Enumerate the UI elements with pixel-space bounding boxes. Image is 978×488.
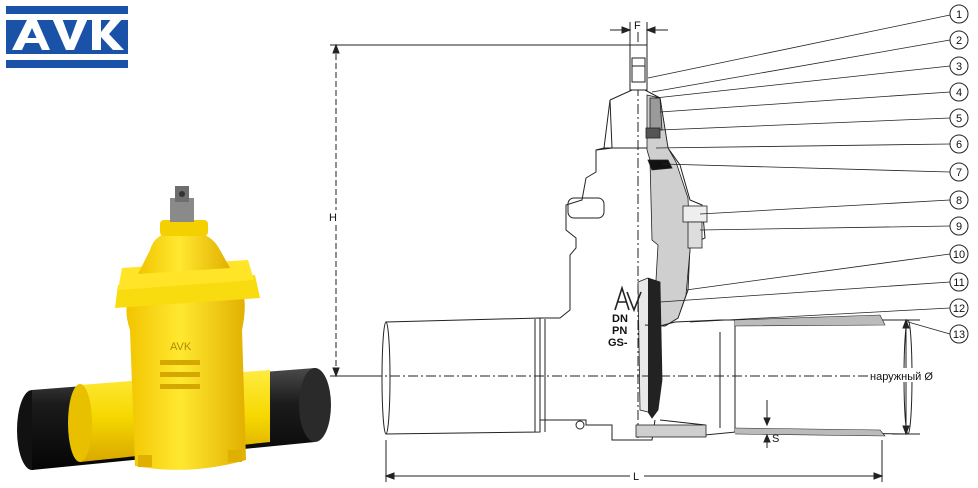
callout-2: 2 [956, 35, 962, 47]
callout-10: 10 [953, 249, 965, 261]
callout-5: 5 [956, 113, 962, 125]
f-label: F [634, 20, 641, 32]
callout-leaders [647, 14, 951, 335]
s-dimension: S [763, 400, 779, 448]
section-hatch [637, 94, 708, 419]
callout-6: 6 [956, 139, 962, 151]
callout-9: 9 [956, 221, 962, 233]
callout-1: 1 [956, 9, 962, 21]
callout-7: 7 [956, 167, 962, 179]
callout-13: 13 [953, 329, 965, 341]
outer-diameter-dimension: наружный Ø [868, 318, 950, 436]
callout-11: 11 [953, 277, 964, 289]
body-marking-dn: DN [612, 313, 628, 325]
length-dimension: L [384, 440, 884, 483]
body-logo-mark [614, 285, 642, 313]
s-label: S [772, 433, 779, 445]
callout-4: 4 [956, 87, 962, 99]
outer-diameter-label: наружный Ø [870, 371, 933, 383]
l-label: L [633, 471, 639, 483]
h-label: H [329, 212, 337, 224]
callout-bubbles [949, 4, 969, 344]
valve-technical-drawing: H F [326, 4, 969, 483]
callout-8: 8 [956, 195, 962, 207]
callout-12: 12 [953, 303, 965, 315]
svg-text:AVK: AVK [170, 341, 192, 353]
avk-logo [6, 6, 128, 68]
f-dimension: F [610, 20, 668, 45]
body-marking-pn: PN [612, 325, 627, 337]
callout-3: 3 [956, 61, 962, 73]
height-dimension: H [326, 43, 632, 378]
valve-photo: AVK [17, 186, 331, 470]
body-marking-gs: GS- [608, 337, 628, 349]
